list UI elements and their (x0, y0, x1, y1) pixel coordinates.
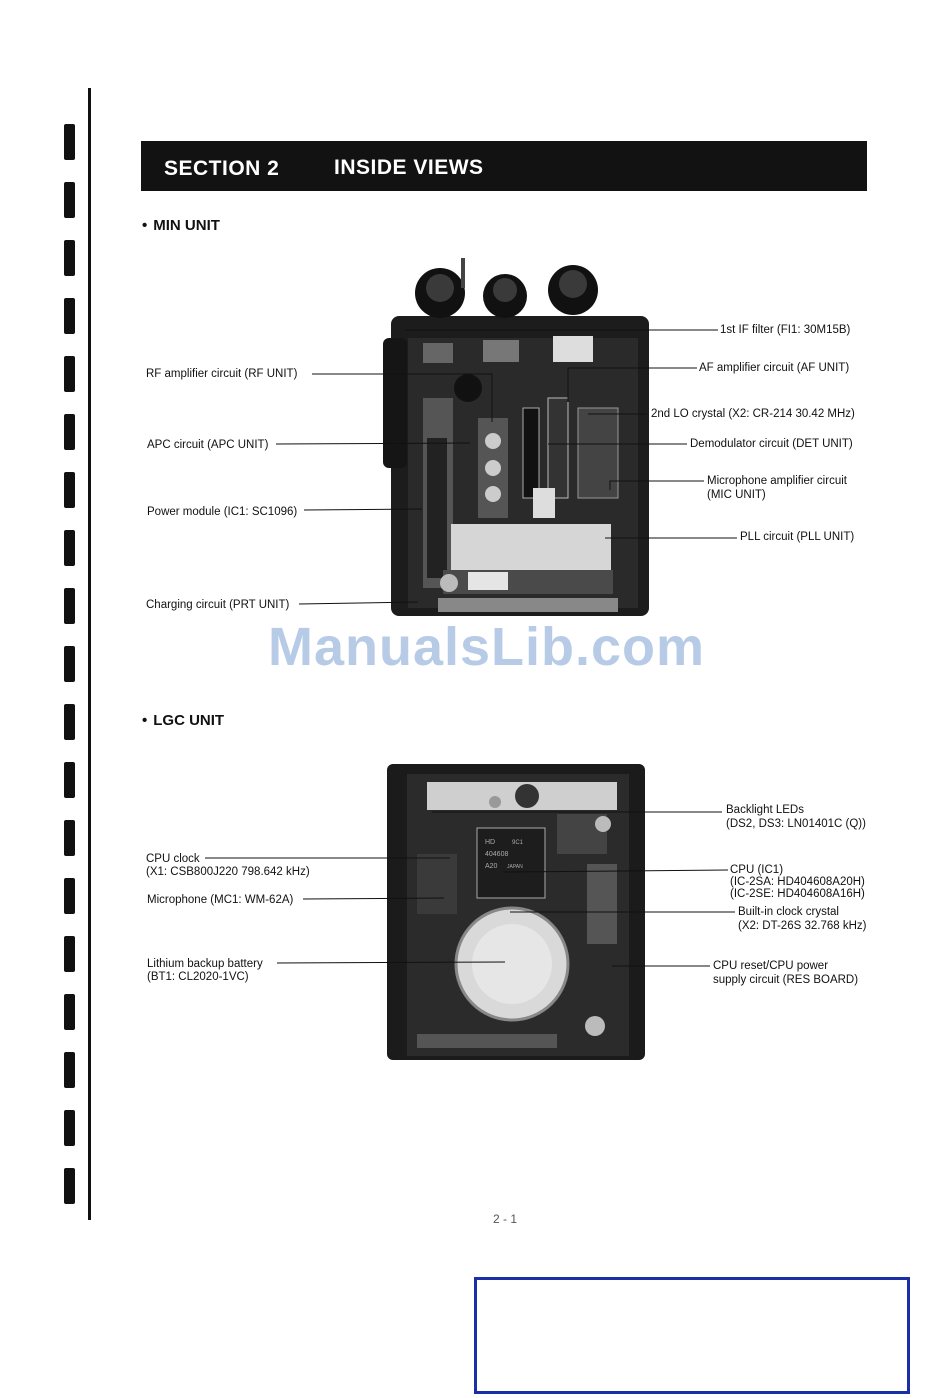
binder-hole (64, 762, 75, 798)
label-pll: PLL circuit (PLL UNIT) (740, 531, 855, 543)
label-clock-crystal-2: (X2: DT-26S 32.768 kHz) (738, 920, 867, 932)
binder-hole (64, 240, 75, 276)
label-mic: Microphone (MC1: WM-62A) (147, 894, 294, 906)
chip-label-1: HD (485, 839, 495, 846)
watermark: ManualsLib.com (268, 617, 706, 677)
binder-edge (0, 0, 100, 1398)
binder-hole (64, 124, 75, 160)
binder-hole (64, 820, 75, 856)
binder-hole (64, 298, 75, 334)
section-header: SECTION 2 INSIDE VIEWS (141, 141, 867, 191)
label-cpu-reset-1: CPU reset/CPU power (713, 960, 829, 972)
label-rf-amp: RF amplifier circuit (RF UNIT) (146, 368, 298, 380)
binder-hole (64, 646, 75, 682)
section-title: INSIDE VIEWS (334, 156, 484, 179)
label-cpu-clock-2: (X1: CSB800J220 798.642 kHz) (146, 866, 310, 878)
min-unit-title: MIN UNIT (142, 217, 220, 234)
binder-hole (64, 704, 75, 740)
label-battery-2: (BT1: CL2020-1VC) (147, 971, 249, 983)
label-mic-amp-2: (MIC UNIT) (707, 489, 766, 501)
label-if-filter: 1st IF filter (FI1: 30M15B) (720, 324, 851, 336)
binder-hole (64, 182, 75, 218)
binder-hole (64, 356, 75, 392)
label-charging: Charging circuit (PRT UNIT) (146, 599, 290, 611)
binder-hole (64, 1168, 75, 1204)
label-demod: Demodulator circuit (DET UNIT) (690, 438, 853, 450)
binder-hole (64, 472, 75, 508)
binder-hole (64, 994, 75, 1030)
label-backlight-1: Backlight LEDs (726, 804, 804, 816)
binder-hole (64, 936, 75, 972)
binder-hole (64, 1052, 75, 1088)
binder-hole (64, 878, 75, 914)
chip-label-4: JAPAN (507, 864, 523, 870)
label-cpu-clock-1: CPU clock (146, 853, 200, 865)
label-clock-crystal-1: Built-in clock crystal (738, 906, 839, 918)
chip-label-3: A20 (485, 863, 498, 870)
binder-line (88, 88, 91, 1220)
chip-label-5: 9C1 (512, 840, 524, 846)
binder-hole (64, 530, 75, 566)
label-cpu-1: CPU (IC1) (730, 864, 784, 876)
binder-hole (64, 588, 75, 624)
binder-hole (64, 1110, 75, 1146)
page-number: 2 - 1 (493, 1212, 518, 1226)
label-af-amp: AF amplifier circuit (AF UNIT) (699, 362, 850, 374)
label-battery-1: Lithium backup battery (147, 958, 263, 970)
label-mic-amp-1: Microphone amplifier circuit (707, 475, 847, 487)
ad-placeholder-box (474, 1277, 910, 1394)
label-backlight-2: (DS2, DS3: LN01401C (Q)) (726, 818, 866, 830)
label-lo-crystal: 2nd LO crystal (X2: CR-214 30.42 MHz) (651, 408, 855, 420)
label-power-module: Power module (IC1: SC1096) (147, 506, 298, 518)
binder-hole (64, 414, 75, 450)
min-unit-photo (383, 258, 649, 616)
section-number: SECTION 2 (164, 157, 280, 180)
label-cpu-reset-2: supply circuit (RES BOARD) (713, 974, 859, 986)
label-apc: APC circuit (APC UNIT) (147, 439, 269, 451)
chip-label-2: 404608 (485, 851, 508, 858)
label-cpu-3: (IC-2SE: HD404608A16H) (730, 888, 865, 900)
lgc-unit-title: LGC UNIT (142, 712, 224, 729)
label-cpu-2: (IC-2SA: HD404608A20H) (730, 876, 865, 888)
